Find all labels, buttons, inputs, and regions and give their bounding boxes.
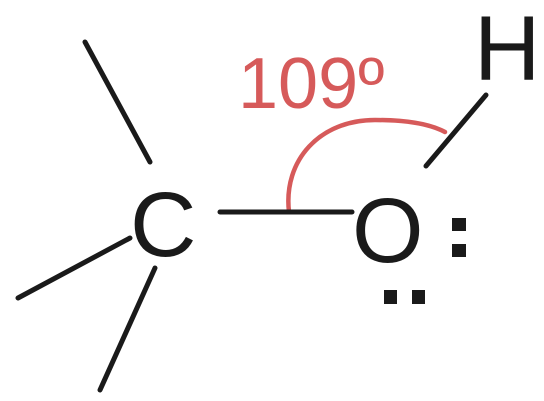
bond-o-h	[423, 92, 489, 169]
bond-angle-arc	[286, 117, 448, 215]
lone-pair-dot	[384, 290, 397, 304]
lone-pair-bottom	[384, 290, 425, 304]
atom-oxygen: O	[352, 180, 424, 282]
bond-c-upper-left	[82, 39, 153, 165]
atom-carbon: C	[130, 174, 196, 276]
bond-c-down	[97, 265, 158, 393]
lone-pair-dot	[412, 290, 425, 304]
lone-pair-dot	[452, 244, 466, 257]
atom-hydrogen: H	[474, 0, 540, 100]
bond-c-lower-left	[15, 235, 133, 301]
lone-pair-right	[452, 218, 466, 257]
bond-angle-label: 109º	[238, 44, 384, 124]
lone-pair-dot	[452, 218, 466, 231]
